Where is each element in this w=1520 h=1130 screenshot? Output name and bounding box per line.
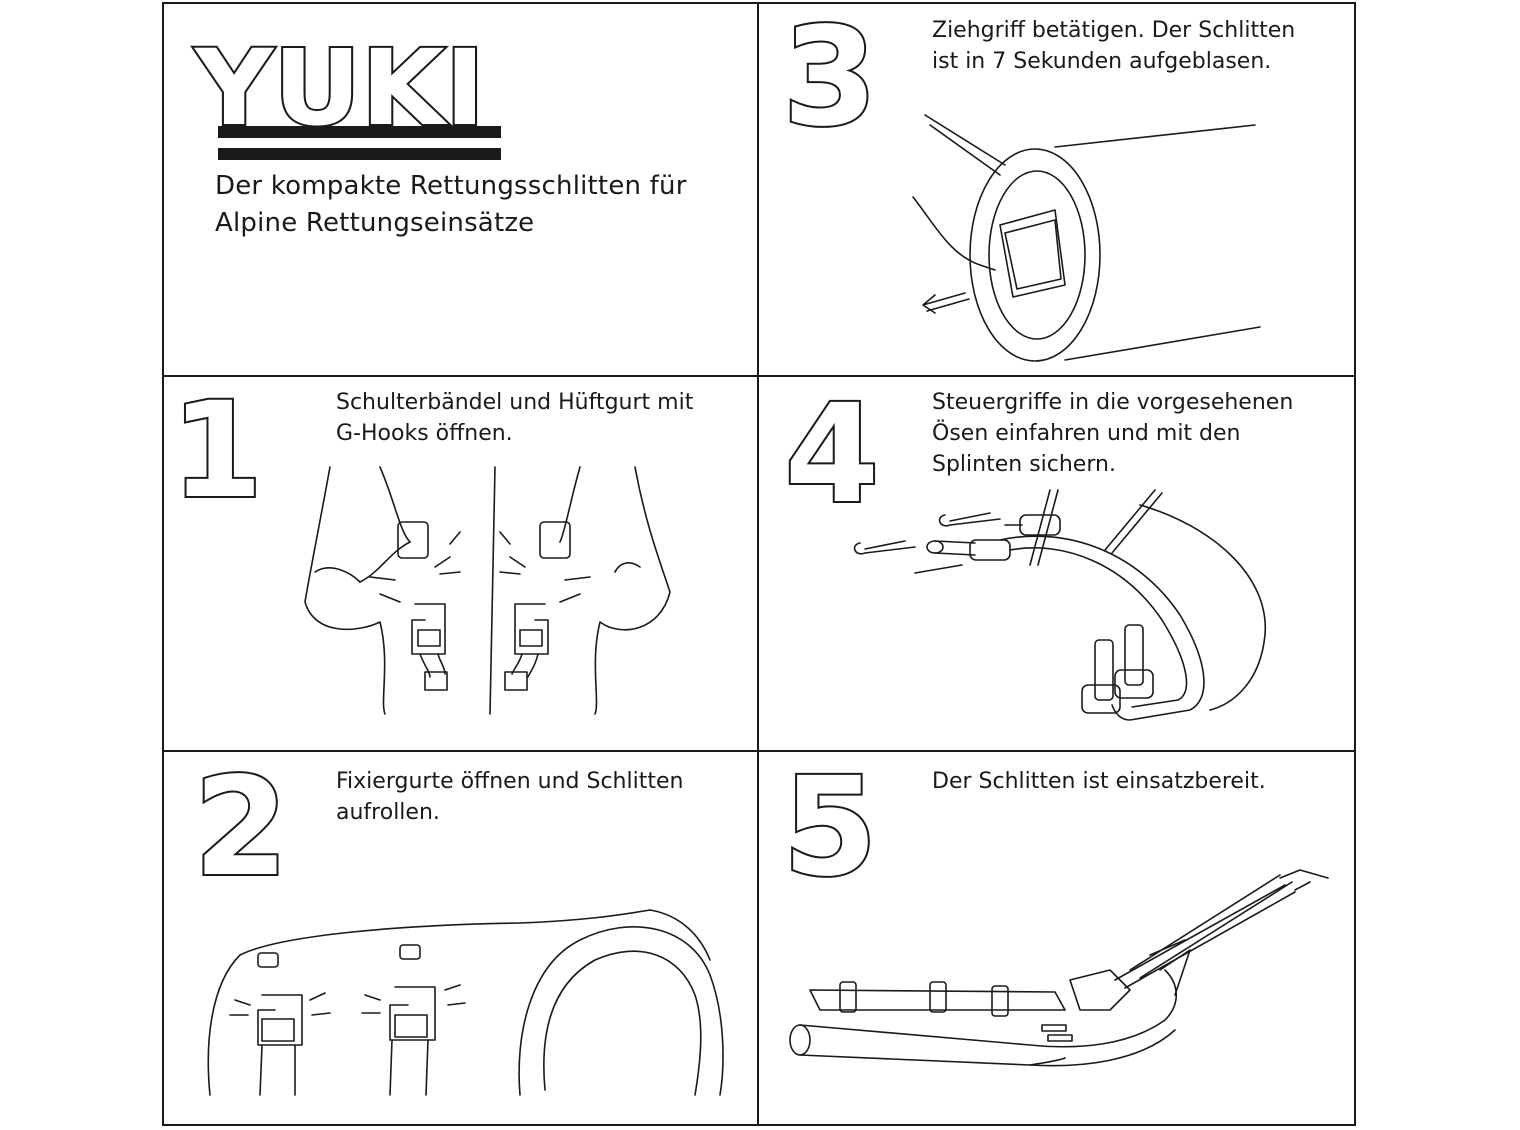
instruction-grid	[162, 2, 1356, 1126]
step-5-ready-sled-illustration	[789, 869, 1329, 1067]
svg-text:4: 4	[785, 376, 880, 534]
product-subtitle: Der kompakte Rettungsschlitten für Alpin…	[215, 168, 687, 242]
step-3-text: Ziehgriff betätigen. Der Schlitten ist i…	[932, 18, 1296, 74]
grid-divider-row-2	[162, 750, 1356, 752]
svg-text:1: 1	[171, 374, 263, 528]
subtitle-line-1: Der kompakte Rettungsschlitten für	[215, 171, 687, 201]
step-4-text: Steuergriffe in die vorgesehenen Ösen ei…	[932, 390, 1294, 477]
step-3-inflating-sled-illustration	[912, 114, 1261, 362]
step-2-rolled-sled-illustration	[207, 909, 724, 1096]
step-2-number: 2	[192, 747, 291, 909]
grid-divider-vertical	[757, 2, 759, 1126]
step-4-steering-handles-illustration	[853, 489, 1266, 721]
yuki-logo: YUKI	[191, 25, 501, 160]
step-3-number: 3	[781, 0, 880, 159]
step-5-text: Der Schlitten ist einsatzbereit.	[932, 769, 1266, 794]
step-1-g-hooks-illustration	[304, 466, 671, 715]
svg-text:3: 3	[783, 0, 878, 157]
step-5-number: 5	[781, 747, 880, 909]
step-1-text: Schulterbändel und Hüftgurt mit G-Hooks …	[336, 390, 694, 446]
grid-divider-row-1	[162, 375, 1356, 377]
step-4-number: 4	[783, 374, 882, 536]
step-1-number: 1	[169, 372, 265, 530]
svg-text:2: 2	[194, 749, 289, 907]
svg-text:5: 5	[783, 749, 878, 907]
subtitle-line-2: Alpine Rettungseinsätze	[215, 208, 535, 238]
step-2-text: Fixiergurte öffnen und Schlitten aufroll…	[336, 769, 684, 825]
